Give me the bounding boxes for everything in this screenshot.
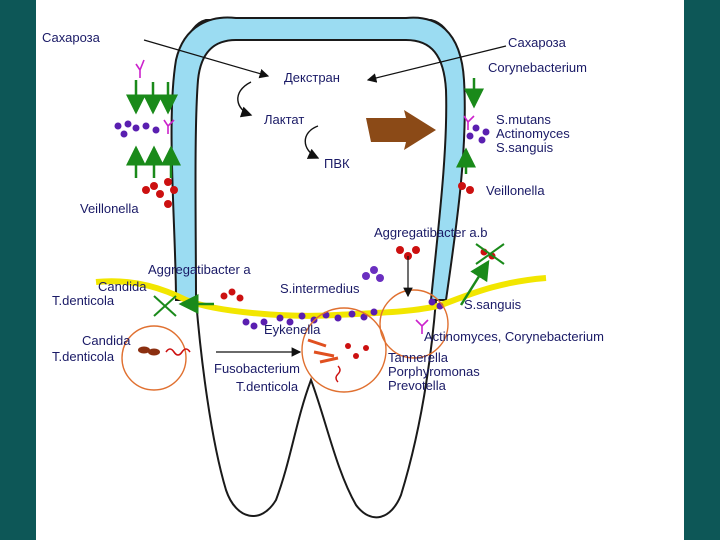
big-brown-arrow	[366, 110, 436, 150]
candida-cells	[138, 346, 160, 356]
label-actinomyces: Actinomyces	[496, 126, 570, 141]
label-t-denticola-1: T.denticola	[52, 293, 115, 308]
diagram-canvas: Сахароза Сахароза Декстран Лактат ПВК Co…	[36, 0, 684, 540]
pocket-circle-fusobacterium	[301, 307, 387, 393]
pocket-circle-actinomyces	[379, 289, 449, 359]
cross-candida	[153, 295, 177, 317]
label-s-sanguis-top: S.sanguis	[496, 140, 554, 155]
label-porphyromonas: Porphyromonas	[388, 364, 480, 379]
label-eykenella: Eykenella	[264, 322, 321, 337]
bacteria-cluster-s-intermedius	[362, 266, 384, 282]
label-s-mutans: S.mutans	[496, 112, 551, 127]
label-s-intermedius: S.intermedius	[280, 281, 360, 296]
label-dextran: Декстран	[284, 70, 340, 85]
label-veillonella-left: Veillonella	[80, 201, 139, 216]
right-frame-strip	[684, 0, 720, 540]
bacteria-cluster-right-gum	[480, 248, 496, 260]
pocket-circle-candida	[121, 325, 187, 391]
bacteria-cluster-aggregatibacter-a	[220, 288, 244, 302]
arrow-sucrose-left	[143, 39, 270, 79]
bacteria-cluster-veillonella-right	[458, 182, 474, 194]
gum-line	[95, 275, 547, 319]
arrow-lactate-pvk	[304, 125, 320, 159]
t-denticola-spiral-2	[335, 365, 341, 383]
bacteria-cluster-veillonella-left	[142, 178, 178, 208]
anaerobe-cells	[345, 343, 369, 359]
label-sucrose-right: Сахароза	[508, 35, 567, 50]
label-fusobacterium: Fusobacterium	[214, 361, 300, 376]
label-actinomyces-corynebacterium: Actinomyces, Corynebacterium	[424, 329, 604, 344]
t-denticola-spiral	[165, 348, 191, 356]
label-t-denticola-2: T.denticola	[52, 349, 115, 364]
label-aggregatibacter-ab: Aggregatibacter a.b	[374, 225, 487, 240]
bacteria-cluster-left-upper	[114, 120, 160, 138]
green-arrow-right-3	[459, 259, 490, 306]
bacteria-cluster-gum	[242, 298, 444, 330]
label-candida-2: Candida	[82, 333, 131, 348]
label-prevotella: Prevotella	[388, 378, 447, 393]
label-pvk: ПВК	[324, 156, 350, 171]
fusobacterium-rods	[307, 338, 339, 364]
cross-aggregatibacter-ab	[475, 243, 505, 265]
label-candida-1: Candida	[98, 279, 147, 294]
label-tannerella: Tannerella	[388, 350, 449, 365]
label-veillonella-right: Veillonella	[486, 183, 545, 198]
label-s-sanguis-bottom: S.sanguis	[464, 297, 522, 312]
label-aggregatibacter-a: Aggregatibacter a	[148, 262, 251, 277]
arrow-dextran-lactate	[237, 81, 253, 118]
branched-bacteria-right	[415, 115, 475, 334]
label-corynebacterium: Corynebacterium	[488, 60, 587, 75]
bacteria-cluster-right-upper	[466, 124, 490, 144]
left-frame-strip	[0, 0, 36, 540]
branched-bacteria-left	[135, 59, 175, 134]
arrow-sucrose-right	[366, 45, 507, 83]
label-sucrose-left: Сахароза	[42, 30, 101, 45]
tooth-diagram: Сахароза Сахароза Декстран Лактат ПВК Co…	[42, 16, 604, 519]
label-lactate: Лактат	[264, 112, 304, 127]
label-t-denticola-3: T.denticola	[236, 379, 299, 394]
